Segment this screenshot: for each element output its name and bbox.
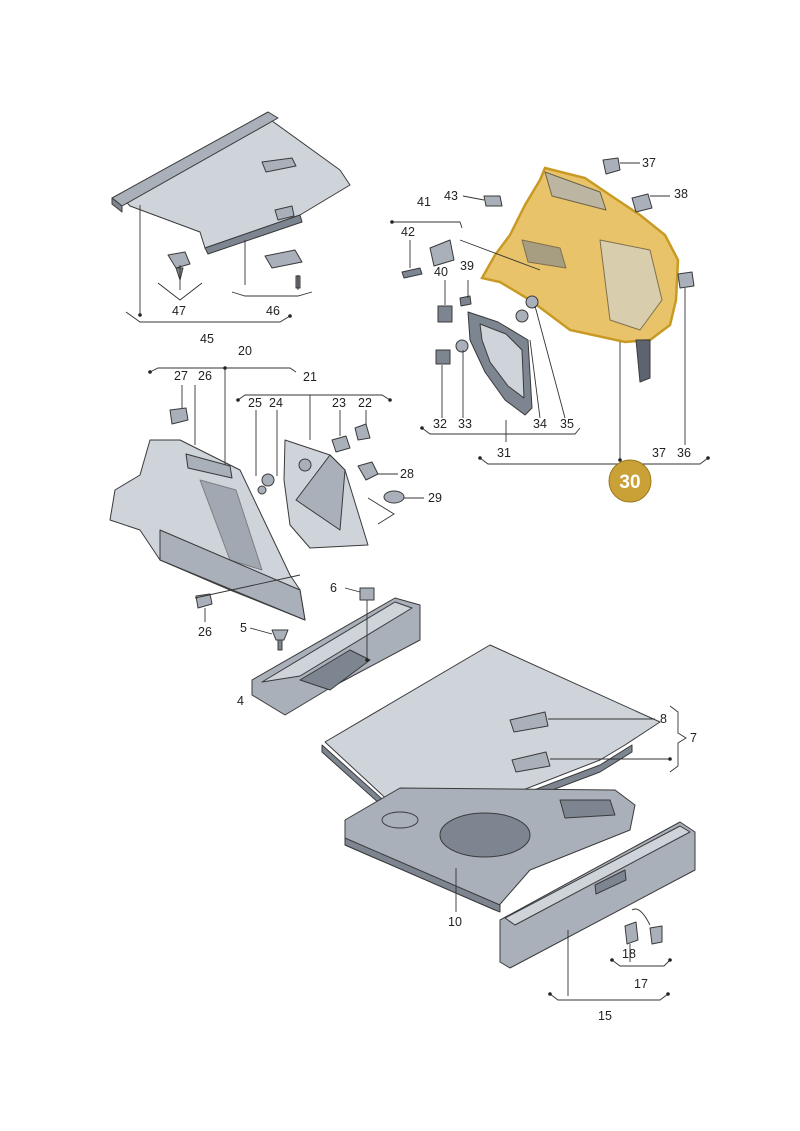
label-35: 35	[560, 417, 574, 431]
inner-trim-cover-21[interactable]	[283, 439, 369, 549]
clips-5-6[interactable]	[271, 587, 375, 651]
highlight-badge-30[interactable]: 30	[608, 459, 652, 503]
label-4: 4	[237, 694, 244, 708]
label-17: 17	[634, 977, 648, 991]
label-10: 10	[448, 915, 462, 929]
label-5: 5	[240, 621, 247, 635]
small-parts-22-29[interactable]	[169, 407, 405, 609]
label-41: 41	[417, 195, 431, 209]
label-36: 36	[677, 446, 691, 460]
luggage-compartment-cover[interactable]	[111, 111, 351, 255]
label-31: 31	[497, 446, 511, 460]
label-43: 43	[444, 189, 458, 203]
label-22: 22	[358, 396, 372, 410]
label-45: 45	[200, 332, 214, 346]
cross-member-trim-4[interactable]	[251, 597, 421, 716]
label-38: 38	[674, 187, 688, 201]
label-26-top: 26	[198, 369, 212, 383]
cover-holder-clip[interactable]	[167, 251, 191, 281]
label-15: 15	[598, 1009, 612, 1023]
small-clips-group-right[interactable]	[483, 157, 695, 289]
label-33: 33	[458, 417, 472, 431]
label-24: 24	[269, 396, 283, 410]
label-46: 46	[266, 304, 280, 318]
label-23: 23	[332, 396, 346, 410]
leader-dots	[138, 220, 710, 996]
left-side-trim-panel[interactable]	[109, 439, 306, 621]
label-21: 21	[303, 370, 317, 384]
label-42: 42	[401, 225, 415, 239]
fasteners-32-33-35[interactable]	[435, 295, 539, 365]
label-26-bottom: 26	[198, 625, 212, 639]
label-47: 47	[172, 304, 186, 318]
highlight-badge-label: 30	[619, 472, 640, 493]
label-34: 34	[533, 417, 547, 431]
rear-sill-trim-15[interactable]	[499, 821, 696, 969]
leader-lines	[125, 162, 709, 1001]
highlight-badge-circle	[608, 459, 652, 503]
label-7: 7	[690, 731, 697, 745]
label-28: 28	[400, 467, 414, 481]
label-20: 20	[238, 344, 252, 358]
label-37-top: 37	[642, 156, 656, 170]
part-number-labels: 47 46 45 43 41 42 40 39 37 38 32 33 34 3…	[172, 156, 697, 1023]
label-18: 18	[622, 947, 636, 961]
frame-insert-34[interactable]	[467, 311, 533, 416]
label-27: 27	[174, 369, 188, 383]
label-40: 40	[434, 265, 448, 279]
label-32: 32	[433, 417, 447, 431]
label-25: 25	[248, 396, 262, 410]
wiring-parts-17-18[interactable]	[624, 908, 663, 945]
label-37-bottom: 37	[652, 446, 666, 460]
label-8: 8	[660, 712, 667, 726]
label-6: 6	[330, 581, 337, 595]
cover-handle-insert[interactable]	[264, 249, 303, 289]
label-29: 29	[428, 491, 442, 505]
bracket-40-42-parts[interactable]	[401, 239, 472, 323]
label-39: 39	[460, 259, 474, 273]
storage-tray-10[interactable]	[344, 787, 636, 913]
